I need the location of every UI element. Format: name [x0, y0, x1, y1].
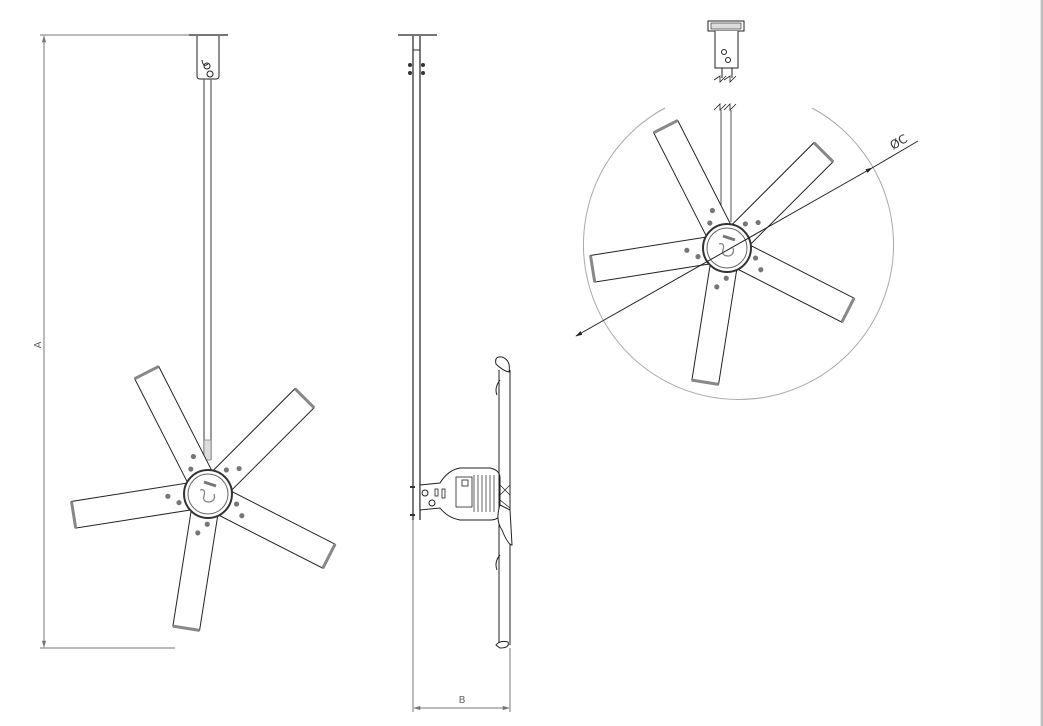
dimension-a: A [33, 34, 190, 649]
side-view: B [398, 34, 513, 712]
dimension-b-label: B [459, 695, 466, 706]
dimension-b: B [412, 520, 511, 712]
front-view: A [33, 34, 337, 649]
plan-view: ØC [575, 20, 919, 400]
dimension-a-label: A [33, 341, 44, 348]
scrollbar-edge[interactable] [1040, 0, 1043, 726]
dimension-c-label: ØC [888, 132, 910, 153]
page-margin [1000, 0, 1040, 726]
